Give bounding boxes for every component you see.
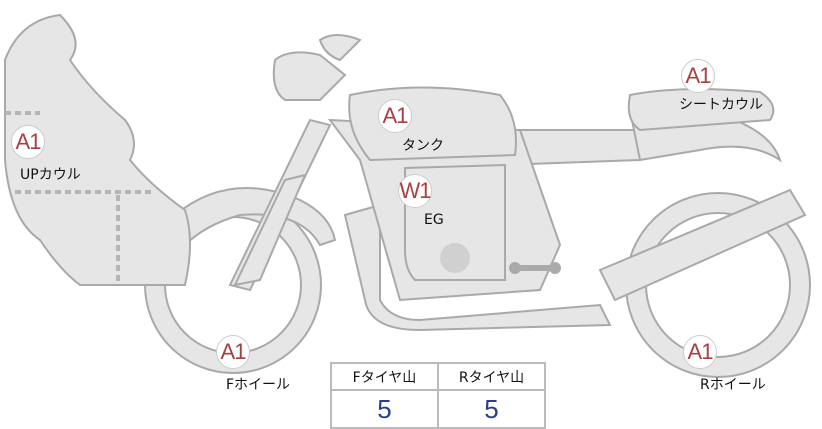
grade-badge-rear-wheel: A1: [683, 335, 717, 369]
grade-badge-tank: A1: [378, 99, 412, 133]
label-upper-cowl: UPカウル: [20, 167, 81, 183]
front-fender: [173, 187, 337, 247]
grade-badge-engine: W1: [398, 174, 432, 208]
upper-cowl: [4, 13, 191, 286]
seat-cowl: [627, 88, 775, 132]
handlebar: [318, 34, 362, 62]
value-rear-tire: 5: [437, 389, 546, 429]
header-front-tire: Fタイヤ山: [330, 362, 439, 391]
headlight: [272, 51, 347, 101]
grade-badge-upper-cowl: A1: [11, 125, 45, 159]
label-rear-wheel: Rホイール: [700, 377, 766, 393]
label-seat-cowl: シートカウル: [679, 97, 763, 113]
exhaust: [343, 203, 612, 332]
label-tank: タンク: [402, 138, 444, 154]
label-engine: EG: [424, 212, 444, 228]
fork: [233, 173, 307, 287]
label-front-wheel: Fホイール: [226, 377, 291, 393]
grade-badge-seat-cowl: A1: [681, 59, 715, 93]
value-front-tire: 5: [330, 389, 439, 429]
swingarm: [598, 188, 807, 302]
header-rear-tire: Rタイヤ山: [437, 362, 546, 391]
grade-badge-front-wheel: A1: [216, 335, 250, 369]
